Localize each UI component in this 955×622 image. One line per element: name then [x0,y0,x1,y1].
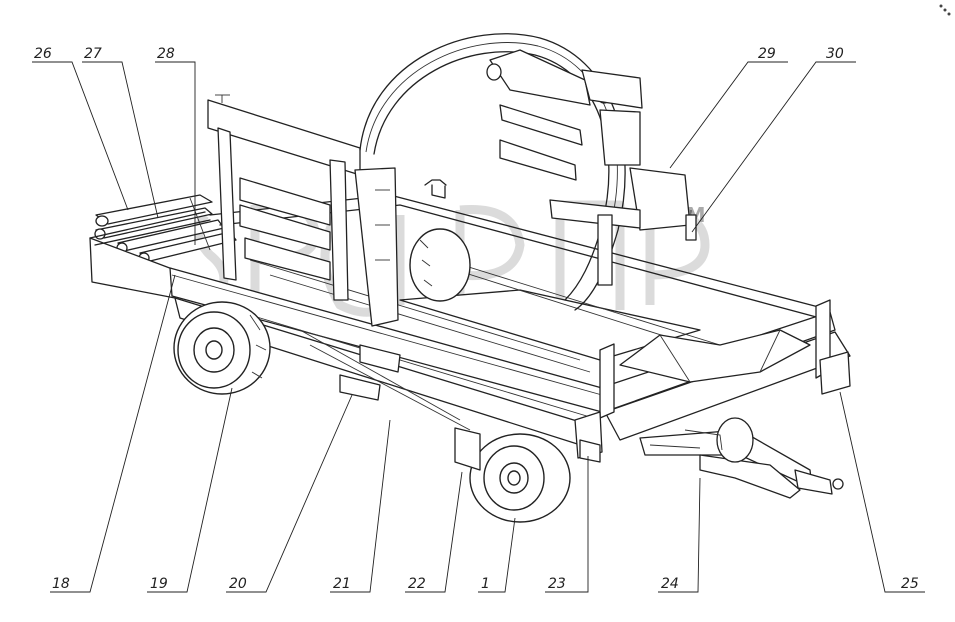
callout-29: 29 [758,46,776,62]
callout-1: 1 [481,576,490,592]
callout-26: 26 [34,46,52,62]
callout-27: 27 [84,46,102,62]
callout-24: 24 [661,576,679,592]
right-wheel [469,433,571,523]
callout-22: 22 [408,576,426,592]
callout-23: 23 [548,576,566,592]
callout-20: 20 [229,576,247,592]
callout-19: 19 [150,576,168,592]
suspension-parts [299,329,601,471]
callout-25: 25 [901,576,919,592]
wrapping-ring [354,33,691,327]
callout-18: 18 [52,576,70,592]
main-frame [89,194,851,459]
corner-mark-icon [939,4,951,16]
callout-28: 28 [157,46,175,62]
callout-30: 30 [826,46,844,62]
callout-21: 21 [333,576,351,592]
callout-leaders [32,61,925,593]
left-wheel [173,301,271,395]
side-panel [207,94,361,301]
lamp-bracket [685,210,697,241]
drawbar [639,417,844,499]
rear-roller-assembly [94,194,237,264]
rear-tire [409,228,471,302]
callout-labels: 26 27 28 29 30 18 19 20 21 22 1 23 24 25 [34,46,919,592]
